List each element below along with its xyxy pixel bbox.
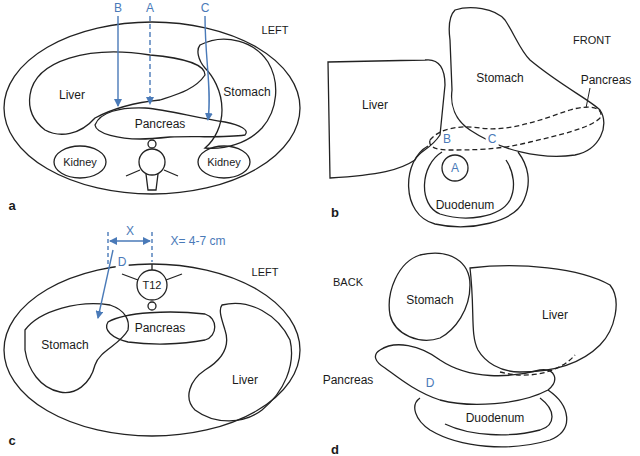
panel-letter: b <box>331 206 339 219</box>
liver-outline <box>328 60 445 178</box>
orientation-label: LEFT <box>252 267 279 278</box>
orientation-label: LEFT <box>262 25 289 36</box>
approach-letter: D <box>424 376 437 390</box>
liver-outline <box>30 52 205 134</box>
approach-letter: A <box>449 161 461 175</box>
hidden-outline <box>500 355 575 375</box>
stomach-outline <box>449 8 604 157</box>
dimension-label: X= 4-7 cm <box>168 234 227 248</box>
body-outline <box>4 264 300 436</box>
organ-label: Liver <box>232 374 258 386</box>
organ-label: Stomach <box>223 86 270 98</box>
kidney-outline <box>198 146 250 178</box>
pancreas-outline <box>107 312 215 344</box>
stomach-outline <box>389 253 470 340</box>
vertebra-label: T12 <box>143 280 162 291</box>
panel-letter: a <box>8 199 15 212</box>
approach-arrow <box>98 250 113 318</box>
vertebra-body <box>139 149 165 175</box>
vertebra-body <box>137 270 167 300</box>
liver-outline <box>470 266 616 372</box>
organ-label: Stomach <box>476 72 523 84</box>
pancreas-outline <box>430 107 601 150</box>
organ-label: Pancreas <box>581 74 632 86</box>
organ-label: Pancreas <box>323 374 374 386</box>
approach-letter: D <box>116 255 129 269</box>
orientation-label: FRONT <box>573 35 611 46</box>
organ-label: Duodenum <box>466 412 525 424</box>
aorta-circle <box>148 302 156 310</box>
dimension-arrow <box>110 240 150 241</box>
organ-label: Liver <box>59 89 85 101</box>
organ-label: Kidney <box>63 157 97 168</box>
kidney-outline <box>54 146 106 178</box>
panel-letter: c <box>8 434 15 447</box>
duodenum-outline <box>415 390 567 447</box>
organ-label: Duodenum <box>436 199 495 211</box>
organ-label: Stomach <box>406 294 453 306</box>
pancreas-outline <box>375 345 554 405</box>
stomach-outline <box>25 304 128 393</box>
organ-label: Pancreas <box>135 322 186 334</box>
approach-letter: A <box>144 1 156 15</box>
vertebra-process <box>126 170 178 190</box>
vertebra-process <box>122 264 182 280</box>
organ-label: Pancreas <box>135 118 186 130</box>
liver-outline <box>189 303 292 420</box>
organ-label: Stomach <box>41 339 88 351</box>
body-outline <box>4 22 300 194</box>
organ-label: Liver <box>542 309 568 321</box>
orientation-label: BACK <box>333 277 363 288</box>
approach-letter: B <box>441 132 453 146</box>
duodenum-outline <box>409 146 529 227</box>
approach-arrow <box>117 16 118 106</box>
dimension-label: X <box>124 224 136 238</box>
aorta-circle <box>148 140 156 148</box>
organ-label: Liver <box>362 99 388 111</box>
approach-letter: C <box>486 132 499 146</box>
panel-letter: d <box>331 442 339 455</box>
approach-arrow <box>205 16 209 120</box>
leader-line <box>586 88 590 108</box>
pancreas-head-circle <box>442 155 468 181</box>
duodenum-outline <box>424 152 513 218</box>
organ-label: Kidney <box>207 157 241 168</box>
duodenum-outline <box>445 398 552 435</box>
approach-letter: C <box>199 1 212 15</box>
approach-letter: B <box>112 1 124 15</box>
approach-arrow <box>149 16 150 104</box>
pancreas-outline <box>95 108 246 139</box>
